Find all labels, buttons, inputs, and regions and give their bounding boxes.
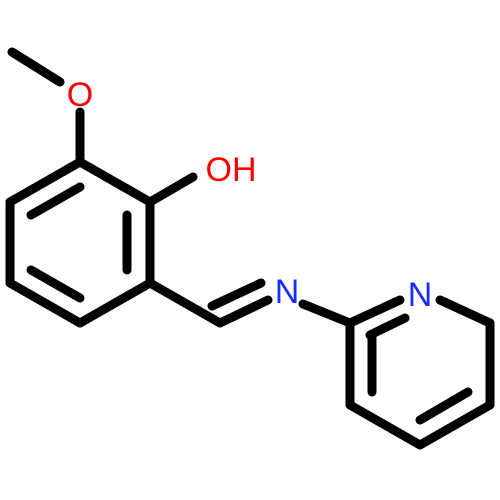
bond-c6-c1 [75, 278, 155, 328]
bond-c3-c4-inner [26, 182, 85, 220]
bond-imine-double-outer [215, 295, 273, 328]
bond-py-c4-c3 [345, 400, 425, 450]
bond-py-c2-n1-inner [365, 313, 410, 340]
bond-c1-imine-carbon [145, 278, 225, 328]
bond-c5-c6 [5, 278, 85, 328]
bond-c2-hydroxyl [145, 172, 198, 207]
bond-c3-c4 [5, 157, 85, 207]
bond-imine-double-inner [207, 278, 266, 311]
hydroxyl-label: OH [206, 151, 257, 189]
pyridine-nitrogen-label: N [408, 276, 433, 314]
bond-py-c2-n1 [345, 295, 405, 328]
methoxy-oxygen-label: O [67, 76, 93, 114]
bond-c3-c2 [75, 157, 155, 207]
bond-c5-c6-inner [26, 265, 85, 303]
bond-py-c5-c4-inner [415, 387, 473, 425]
bond-imine-n-pyridine [298, 299, 355, 328]
bond-py-c5-c4 [415, 400, 495, 450]
imine-nitrogen-label: N [275, 273, 300, 311]
bond-py-n1-c6 [435, 295, 495, 328]
bond-methyl-oxygen [7, 47, 65, 87]
